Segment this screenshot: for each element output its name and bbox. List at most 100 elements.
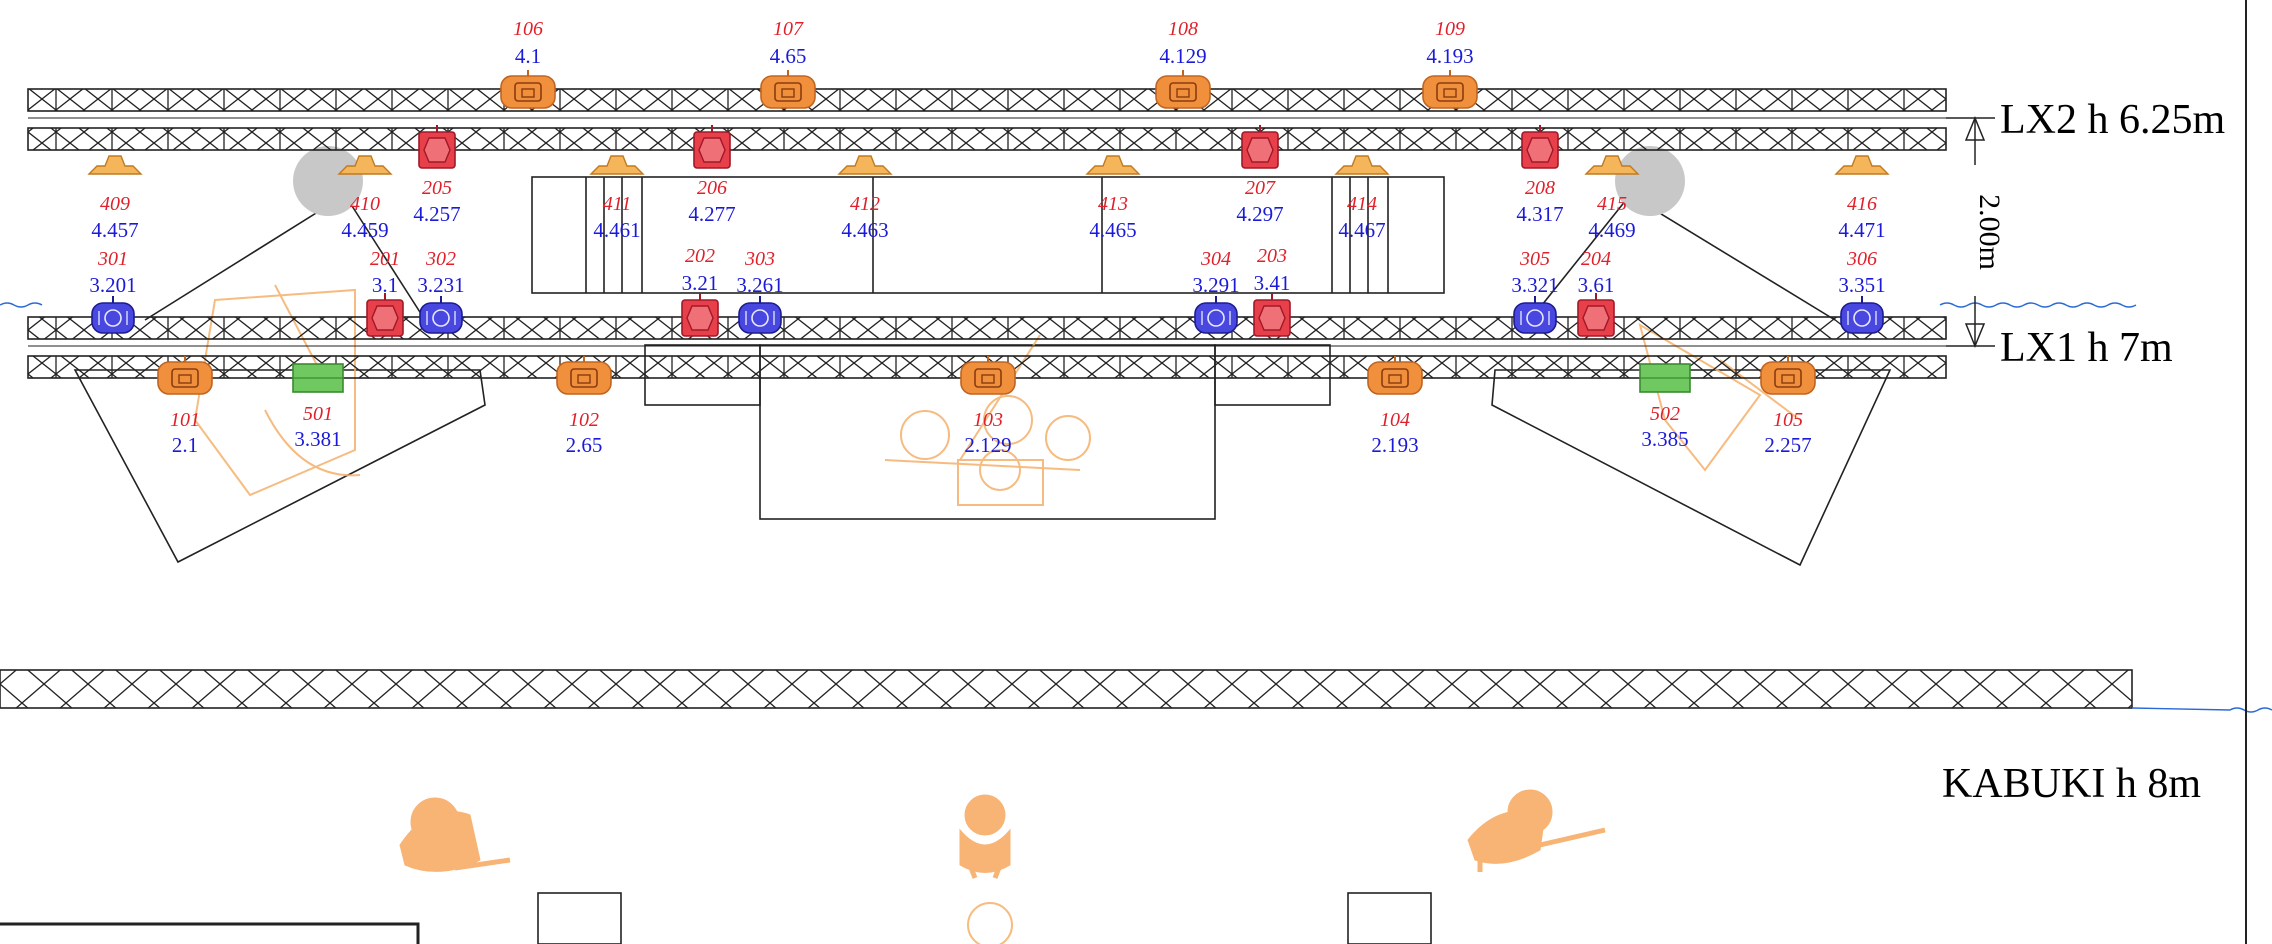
fixture-number: 416 [1847,193,1877,215]
fixture-value: 4.257 [413,202,460,226]
fixture-107[interactable]: 107 4.65 [760,18,816,109]
fixture-value: 2.257 [1764,433,1811,457]
fixture-value: 3.21 [682,271,719,295]
beam-fixture-icon [1840,296,1884,334]
beam-fixture-icon [738,296,782,334]
fixture-value: 2.1 [172,433,198,457]
left-wagon [73,369,486,564]
fixture-number: 305 [1519,248,1550,270]
fixture-305[interactable]: 305 3.321 [1511,248,1559,334]
wave-lines [0,302,2272,713]
fixture-number: 501 [303,403,333,425]
lx2-label: LX2 h 6.25m [2000,97,2225,143]
performer-left [399,797,511,872]
spot-fixture-icon [760,70,816,109]
spot-fixture-icon [500,70,556,109]
fixture-108[interactable]: 108 4.129 [1155,18,1211,109]
profile-fixture-icon [1584,155,1640,175]
spot-fixture-icon [960,356,1016,395]
corner-frame [0,922,420,944]
profile-fixture-icon [1834,155,1890,175]
fixture-number: 413 [1098,193,1128,215]
spacing-dimension [1946,116,1995,348]
fixture-value: 4.65 [770,44,807,68]
fixture-number: 104 [1380,409,1410,431]
fixture-number: 109 [1435,18,1465,40]
fixture-value: 4.129 [1159,44,1206,68]
profile-fixture-icon [1085,155,1141,175]
wheel-prop-1 [900,410,950,460]
fixture-value: 2.129 [964,433,1011,457]
fixture-206[interactable]: 206 4.277 [688,125,736,226]
spot-fixture-icon [1155,70,1211,109]
downstage-platform [759,344,1216,520]
fixture-value: 4.467 [1338,218,1385,242]
performers [399,789,1606,879]
left-sofa-prop [193,288,356,497]
floor-wheel-prop [967,902,1013,944]
fixture-value: 3.321 [1511,273,1558,297]
wash-fixture-icon [1241,125,1279,169]
beam-fixture-icon [1513,296,1557,334]
fixture-number: 301 [97,248,128,270]
fixture-number: 107 [773,18,804,40]
performer-right [1467,789,1606,872]
fixture-number: 206 [697,177,727,199]
fixture-value: 3.201 [89,273,136,297]
fixture-value: 2.65 [566,433,603,457]
wash-fixture-icon [1577,293,1615,337]
fixture-number: 304 [1200,248,1231,270]
fixture-value: 3.381 [294,427,341,451]
wheel-prop-4 [979,449,1021,491]
fixture-value: 3.41 [1254,271,1291,295]
kabuki-truss [0,669,2133,709]
wheel-prop-3 [1045,415,1091,461]
fixture-number: 102 [569,409,599,431]
spot-fixture-icon [157,356,213,395]
spacing-label: 2.00m [1973,194,2006,270]
kabuki-label: KABUKI h 8m [1942,761,2201,807]
fixture-301[interactable]: 301 3.201 [89,248,137,334]
fixture-number: 108 [1168,18,1198,40]
wash-fixture-icon [366,293,404,337]
spot-fixture-icon [556,356,612,395]
cart-prop [957,459,1044,506]
strobe-fixture-icon [1639,363,1691,393]
fixture-number: 205 [422,177,452,199]
fixture-205[interactable]: 205 4.257 [413,125,461,226]
fixture-value: 4.277 [688,202,735,226]
fixture-414[interactable]: 414 4.467 [1334,155,1390,242]
lx2-truss [27,88,1947,151]
fixture-number: 303 [744,248,775,270]
performer-center [959,794,1011,879]
fixture-number: 414 [1347,193,1377,215]
wash-fixture-icon [681,293,719,337]
